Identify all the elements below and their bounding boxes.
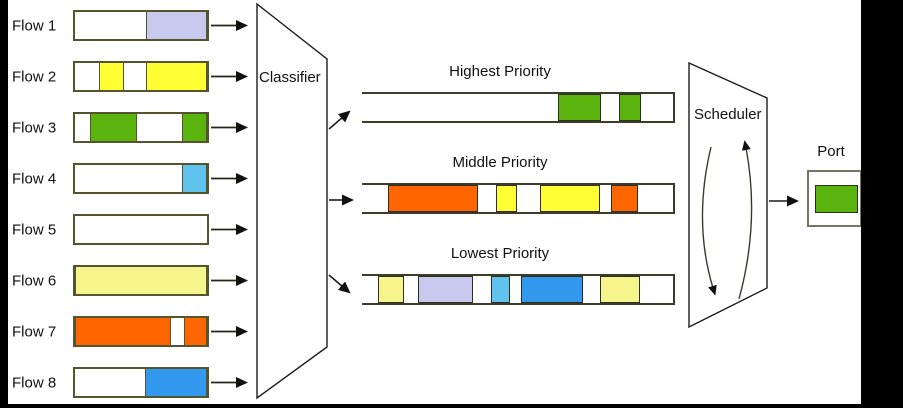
empty-segment	[75, 63, 100, 90]
classifier-output-arrows	[328, 110, 354, 294]
flow-label: Flow 2	[12, 68, 57, 85]
priority-queue-bar	[362, 183, 675, 214]
empty-segment	[362, 276, 378, 303]
left-black-band	[0, 0, 8, 408]
packet-segment-pale_yellow	[75, 267, 207, 294]
flow-label: Flow 7	[12, 323, 57, 340]
packet-segment-orange	[75, 318, 171, 345]
empty-segment	[639, 276, 673, 303]
flow-label: Flow 6	[12, 272, 57, 289]
queue-label: Highest Priority	[449, 63, 551, 80]
empty-segment	[362, 94, 558, 121]
empty-segment	[75, 165, 182, 192]
packet-segment-green	[619, 94, 642, 121]
flow-label: Flow 3	[12, 119, 57, 136]
empty-segment	[75, 12, 147, 39]
flow-label: Flow 1	[12, 17, 57, 34]
packet-segment-yellow	[495, 185, 518, 212]
empty-segment	[403, 276, 418, 303]
flow-row: Flow 3	[0, 112, 260, 143]
empty-segment	[123, 63, 146, 90]
empty-segment	[75, 216, 207, 243]
empty-segment	[137, 114, 182, 141]
packet-segment-blue	[144, 369, 207, 396]
empty-segment	[170, 318, 185, 345]
flow-buffer-box	[73, 163, 209, 194]
flow-buffer-box	[73, 316, 209, 347]
flow-label: Flow 4	[12, 170, 57, 187]
empty-segment	[473, 276, 492, 303]
flow-buffer-box	[73, 367, 209, 398]
empty-segment	[75, 114, 90, 141]
flow-buffer-box	[73, 214, 209, 245]
priority-queue-bar	[362, 274, 675, 305]
empty-segment	[509, 276, 521, 303]
scheduler-label: Scheduler	[694, 106, 762, 123]
packet-segment-pale_yellow	[600, 276, 640, 303]
queue-label: Middle Priority	[452, 154, 548, 171]
empty-segment	[583, 276, 601, 303]
empty-segment	[478, 185, 496, 212]
flow-label: Flow 5	[12, 221, 57, 238]
flow-row: Flow 1	[0, 10, 260, 41]
classifier-shape	[256, 2, 328, 400]
flow-buffer-box	[73, 61, 209, 92]
flow-row: Flow 7	[0, 316, 260, 347]
packet-segment-green	[89, 114, 138, 141]
bottom-black-band	[0, 404, 903, 408]
packet-segment-lavender	[146, 12, 207, 39]
cycle-up-arrow	[738, 140, 753, 300]
port-box	[807, 170, 862, 227]
empty-segment	[601, 94, 620, 121]
packet-segment-green	[557, 94, 602, 121]
packet-segment-orange	[611, 185, 639, 212]
cycle-down-arrow	[701, 146, 717, 296]
flow-buffer-box	[73, 10, 209, 41]
flow-row: Flow 5	[0, 214, 260, 245]
scheduler-cycle-arrows	[701, 140, 753, 300]
packet-segment-light_blue	[491, 276, 510, 303]
flow-label: Flow 8	[12, 374, 57, 391]
packet-segment-yellow	[99, 63, 124, 90]
to-highest-queue-arrow	[328, 110, 351, 130]
priority-queue-bar	[362, 92, 675, 123]
classifier-label: Classifier	[259, 69, 321, 86]
packet-segment-orange	[184, 318, 207, 345]
flow-row: Flow 8	[0, 367, 260, 398]
packet-segment-light_blue	[181, 165, 207, 192]
flow-arrows	[211, 20, 248, 388]
queue-label: Lowest Priority	[450, 245, 550, 262]
flow-buffer-box	[73, 265, 209, 296]
packet-segment-yellow	[146, 63, 207, 90]
empty-segment	[75, 369, 145, 396]
packet-segment-green	[181, 114, 207, 141]
flow-row: Flow 2	[0, 61, 260, 92]
empty-segment	[599, 185, 612, 212]
flow-row: Flow 6	[0, 265, 260, 296]
packet-segment-orange	[387, 185, 478, 212]
flow-buffer-box	[73, 112, 209, 143]
packet-segment-yellow	[540, 185, 600, 212]
packet-segment-blue	[520, 276, 584, 303]
empty-segment	[362, 185, 388, 212]
flow-row: Flow 4	[0, 163, 260, 194]
packet-segment-pale_yellow	[377, 276, 404, 303]
packet-segment-lavender	[417, 276, 474, 303]
to-lowest-queue-arrow	[328, 274, 351, 294]
empty-segment	[517, 185, 541, 212]
port-label: Port	[817, 143, 845, 160]
scheduler-shape	[688, 61, 768, 329]
empty-segment	[638, 185, 673, 212]
right-black-band	[861, 0, 903, 408]
empty-segment	[641, 94, 673, 121]
port-packet	[815, 185, 858, 213]
